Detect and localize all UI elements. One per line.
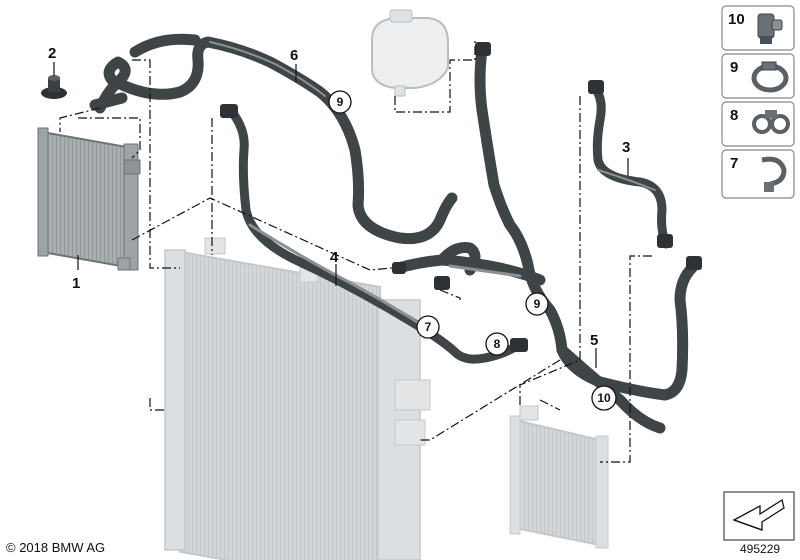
svg-text:10: 10	[597, 391, 611, 405]
callout-4: 4	[330, 249, 339, 286]
circled-callout-10: 10	[591, 385, 617, 411]
orientation-arrow-box	[723, 491, 795, 541]
svg-text:1: 1	[72, 275, 80, 292]
svg-text:4: 4	[330, 249, 339, 266]
auxiliary-radiator-right	[509, 405, 609, 549]
svg-text:10: 10	[728, 11, 745, 28]
svg-text:6: 6	[290, 47, 298, 64]
circled-callout-7: 7	[416, 315, 440, 339]
legend-item-7: 7	[721, 149, 795, 199]
clip-icon	[757, 13, 783, 44]
hose-3	[588, 80, 673, 249]
grommet	[41, 75, 67, 99]
hose-6	[89, 33, 458, 245]
svg-text:7: 7	[730, 155, 738, 172]
svg-text:2: 2	[48, 45, 56, 62]
clamp-icon	[751, 61, 789, 93]
svg-text:8: 8	[494, 337, 501, 351]
circled-callout-9-top: 9	[328, 90, 352, 114]
circled-callout-9-bottom: 9	[525, 292, 549, 316]
svg-text:9: 9	[730, 59, 738, 76]
parts-legend: 10 9 8 7	[721, 5, 795, 199]
hose-5	[392, 42, 702, 434]
legend-item-10: 10	[721, 5, 795, 51]
svg-text:5: 5	[590, 332, 598, 349]
svg-text:9: 9	[534, 297, 541, 311]
connection-lines	[59, 40, 652, 463]
spring-clip-icon	[761, 156, 787, 192]
svg-text:9: 9	[337, 95, 344, 109]
legend-item-9: 9	[721, 53, 795, 99]
callout-6: 6	[290, 47, 298, 82]
svg-text:7: 7	[425, 320, 432, 334]
copyright-notice: © 2018 BMW AG	[6, 540, 106, 555]
callout-3: 3	[622, 139, 630, 176]
diagram-number: 495229	[740, 542, 781, 556]
callout-1: 1	[72, 255, 80, 292]
auxiliary-radiator-left	[37, 127, 141, 271]
circled-callout-8: 8	[485, 332, 509, 356]
callout-2: 2	[48, 45, 56, 76]
arrow-icon	[732, 498, 785, 531]
svg-text:3: 3	[622, 139, 630, 156]
main-radiator	[164, 237, 431, 560]
double-clip-icon	[752, 110, 790, 134]
hose-4	[220, 104, 528, 364]
callout-5: 5	[590, 332, 598, 368]
legend-item-8: 8	[721, 101, 795, 147]
svg-text:8: 8	[730, 107, 738, 124]
expansion-tank	[371, 9, 449, 97]
